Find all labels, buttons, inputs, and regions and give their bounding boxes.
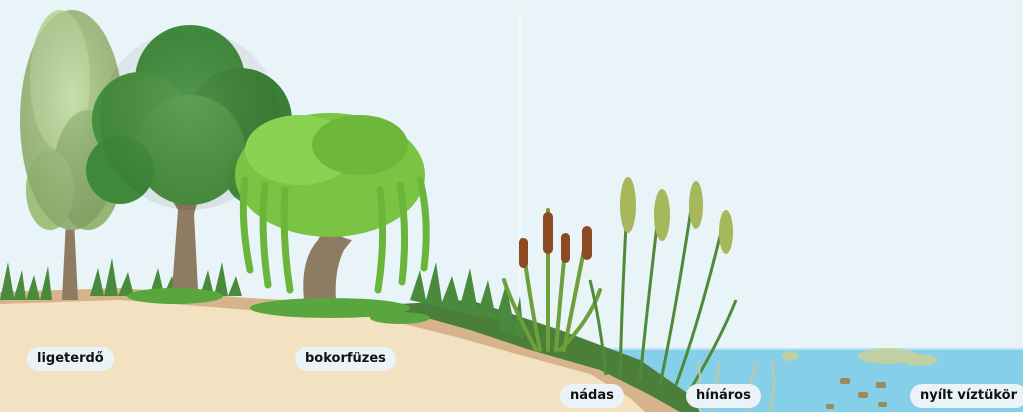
zone-label-nyilt-viztukor: nyílt víztükör [910, 384, 1023, 408]
zone-label-ligeterdo: ligeterdő [27, 347, 114, 371]
zone-label-hinaros: hínáros [686, 384, 761, 408]
zone-label-nadas: nádas [560, 384, 624, 408]
zone-label-bokorfuzes: bokorfüzes [295, 347, 396, 371]
